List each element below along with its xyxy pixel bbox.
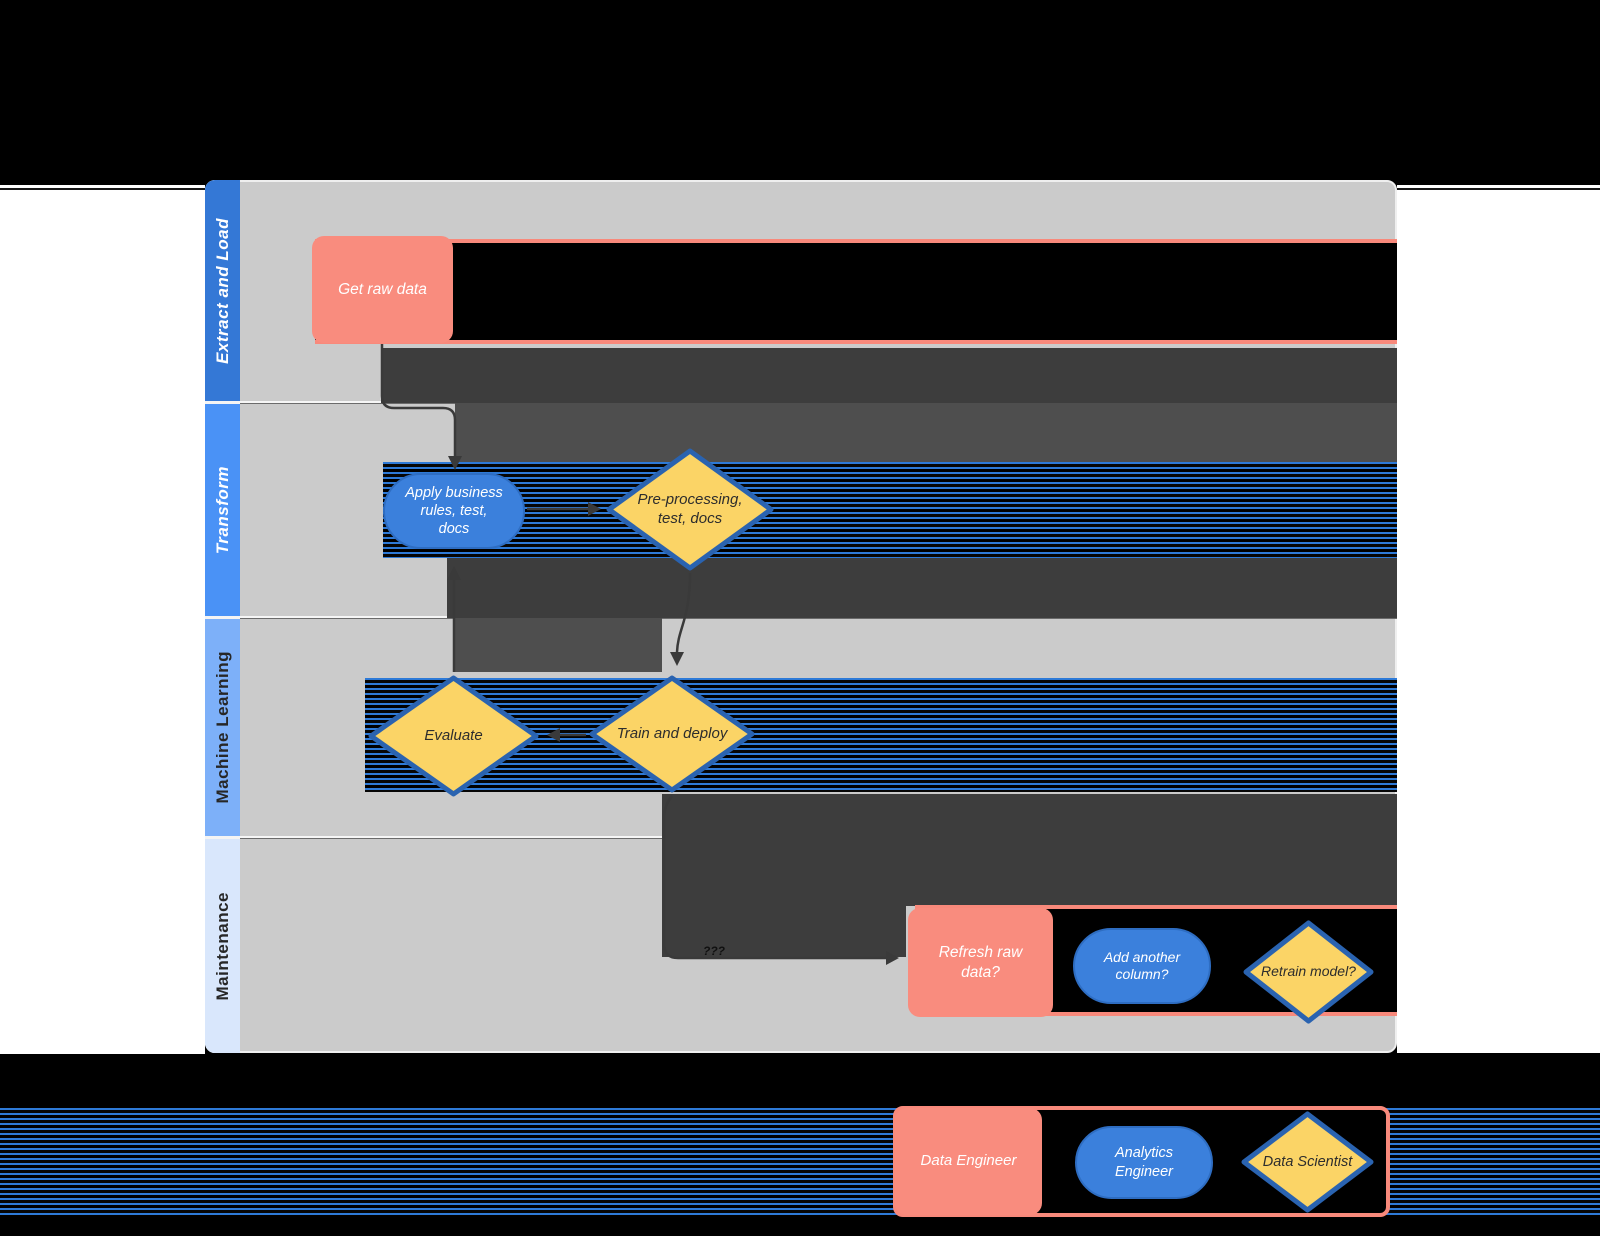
node-apply-business-rules[interactable]: Apply business rules, test, docs: [383, 473, 525, 549]
render-artifact-block: [662, 794, 1397, 906]
node-add-another-column[interactable]: Add another column?: [1073, 928, 1211, 1004]
node-label: Evaluate: [424, 726, 483, 744]
legend-data-engineer[interactable]: Data Engineer: [895, 1108, 1042, 1215]
node-train-and-deploy[interactable]: Train and deploy: [586, 674, 758, 794]
node-evaluate[interactable]: Evaluate: [365, 674, 542, 798]
lane-label: Machine Learning: [212, 651, 232, 804]
render-artifact-block: [455, 618, 662, 672]
legend-label: Data Engineer: [920, 1152, 1017, 1170]
diamond-shape: [1241, 1111, 1374, 1213]
legend-analytics-engineer[interactable]: Analytics Engineer: [1075, 1126, 1213, 1199]
page-margin-left: [0, 185, 205, 1054]
node-label: Refresh raw data?: [938, 944, 1023, 981]
diamond-shape: [589, 675, 755, 793]
lane-label: Extract and Load: [212, 217, 232, 364]
row-band-transform: [383, 462, 1397, 558]
node-label: Apply business rules, test, docs: [405, 484, 503, 538]
page-margin-right: [1397, 185, 1600, 1053]
node-label: Train and deploy: [616, 724, 728, 742]
legend-data-scientist[interactable]: Data Scientist: [1238, 1110, 1377, 1214]
node-label: Get raw data: [338, 280, 427, 298]
render-artifact-block: [455, 403, 1397, 462]
node-retrain-model[interactable]: Retrain model?: [1240, 919, 1377, 1025]
node-label: Pre-processing, test, docs: [637, 490, 743, 527]
connector-label: ???: [703, 944, 725, 958]
diamond-shape: [368, 675, 539, 797]
node-get-raw-data[interactable]: Get raw data: [312, 236, 453, 343]
node-label: Retrain model?: [1261, 963, 1356, 980]
lane-label: Transform: [212, 465, 232, 555]
render-artifact-block: [447, 556, 1397, 618]
lane-label: Maintenance: [212, 891, 232, 1001]
legend-label: Data Scientist: [1262, 1153, 1353, 1170]
lane-header-machine-learning[interactable]: Machine Learning: [205, 619, 240, 836]
lane-header-maintenance[interactable]: Maintenance: [205, 839, 240, 1053]
lane-header-transform[interactable]: Transform: [205, 404, 240, 616]
diamond-shape: [606, 448, 774, 571]
lane-header-extract-and-load[interactable]: Extract and Load: [205, 180, 240, 401]
node-pre-processing[interactable]: Pre-processing, test, docs: [603, 447, 777, 572]
render-artifact-block: [381, 348, 1397, 403]
node-refresh-raw-data[interactable]: Refresh raw data?: [908, 908, 1053, 1017]
legend-label: Analytics Engineer: [1114, 1145, 1174, 1180]
diamond-shape: [1243, 920, 1374, 1024]
node-label: Add another column?: [1103, 948, 1181, 983]
row-band-extract: [315, 239, 1397, 344]
